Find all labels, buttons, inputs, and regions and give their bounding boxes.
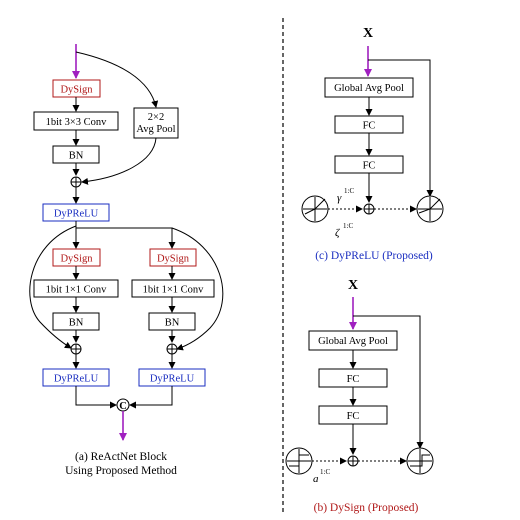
dyprelu-label-right: DyPReLU bbox=[150, 374, 195, 385]
gamma-symbol: γ bbox=[337, 192, 342, 204]
edge-shortcut-left bbox=[29, 225, 77, 349]
dyprelu-label-mid: DyPReLU bbox=[54, 209, 99, 220]
add-op-icon-left bbox=[70, 343, 82, 355]
alpha-superscript: 1:C bbox=[320, 468, 330, 476]
avgpool-label-2: Avg Pool bbox=[136, 124, 175, 135]
input-x-c: X bbox=[363, 26, 373, 41]
panel-b-dysign: X Global Avg Pool FC FC bbox=[285, 278, 434, 514]
add-op-icon-right bbox=[166, 343, 178, 355]
sign-plot-icon-in-b bbox=[285, 447, 313, 475]
edge-right-to-concat bbox=[129, 386, 173, 409]
gap-label-b: Global Avg Pool bbox=[318, 336, 388, 347]
add-op-icon-c bbox=[363, 203, 375, 215]
avgpool-label-1: 2×2 bbox=[148, 112, 164, 123]
zeta-symbol: ζ bbox=[335, 227, 341, 239]
fc2-label-b: FC bbox=[347, 411, 360, 422]
caption-a-line2: Using Proposed Method bbox=[65, 465, 177, 477]
edge-left-to-concat bbox=[75, 386, 117, 409]
edge-split-right bbox=[76, 227, 176, 249]
conv1x1-label-left: 1bit 1×1 Conv bbox=[46, 285, 108, 296]
dysign-label-right: DySign bbox=[157, 254, 190, 265]
svg-text:C: C bbox=[119, 401, 127, 412]
alpha-symbol: a bbox=[313, 473, 319, 485]
prelu-plot-icon-in-c bbox=[301, 195, 329, 223]
edge-avgpool-add bbox=[81, 137, 157, 185]
panel-a-reactnet-block: DySign 1bit 3×3 Conv 2×2 Avg Pool BN DyP… bbox=[29, 44, 224, 477]
edge-input-to-avgpool bbox=[75, 51, 159, 108]
add-op-icon-b bbox=[347, 455, 359, 467]
caption-c: (c) DyPReLU (Proposed) bbox=[315, 250, 433, 262]
concat-op-icon: C bbox=[116, 398, 130, 412]
caption-a-line1: (a) ReActNet Block bbox=[75, 451, 167, 463]
fc2-label-c: FC bbox=[363, 161, 376, 172]
bn-label-left: BN bbox=[69, 318, 84, 329]
gap-label-c: Global Avg Pool bbox=[334, 83, 404, 94]
conv3x3-label: 1bit 3×3 Conv bbox=[46, 117, 108, 128]
dysign-label-top: DySign bbox=[60, 85, 93, 96]
prelu-plot-icon-out-c bbox=[416, 195, 444, 223]
dyprelu-label-left: DyPReLU bbox=[54, 374, 99, 385]
panel-c-dyprelu: X Global Avg Pool FC FC bbox=[301, 26, 444, 262]
fc1-label-b: FC bbox=[347, 374, 360, 385]
dysign-box-right bbox=[149, 248, 197, 267]
edge-shortcut-right bbox=[171, 227, 224, 351]
caption-b: (b) DySign (Proposed) bbox=[314, 502, 419, 514]
sign-plot-icon-out-b bbox=[406, 447, 434, 475]
dysign-label-left: DySign bbox=[60, 254, 93, 265]
input-x-b: X bbox=[348, 278, 358, 293]
conv1x1-label-right: 1bit 1×1 Conv bbox=[143, 285, 205, 296]
bn-label-top: BN bbox=[69, 151, 84, 162]
edge-x-to-output-b bbox=[353, 315, 424, 449]
conv1x1-box-right bbox=[131, 279, 215, 298]
add-op-icon bbox=[70, 176, 82, 188]
zeta-superscript: 1:C bbox=[343, 222, 353, 230]
edge-x-to-output-c bbox=[368, 59, 434, 197]
fc1-label-c: FC bbox=[363, 121, 376, 132]
gamma-superscript: 1:C bbox=[344, 187, 354, 195]
bn-label-right: BN bbox=[165, 318, 180, 329]
